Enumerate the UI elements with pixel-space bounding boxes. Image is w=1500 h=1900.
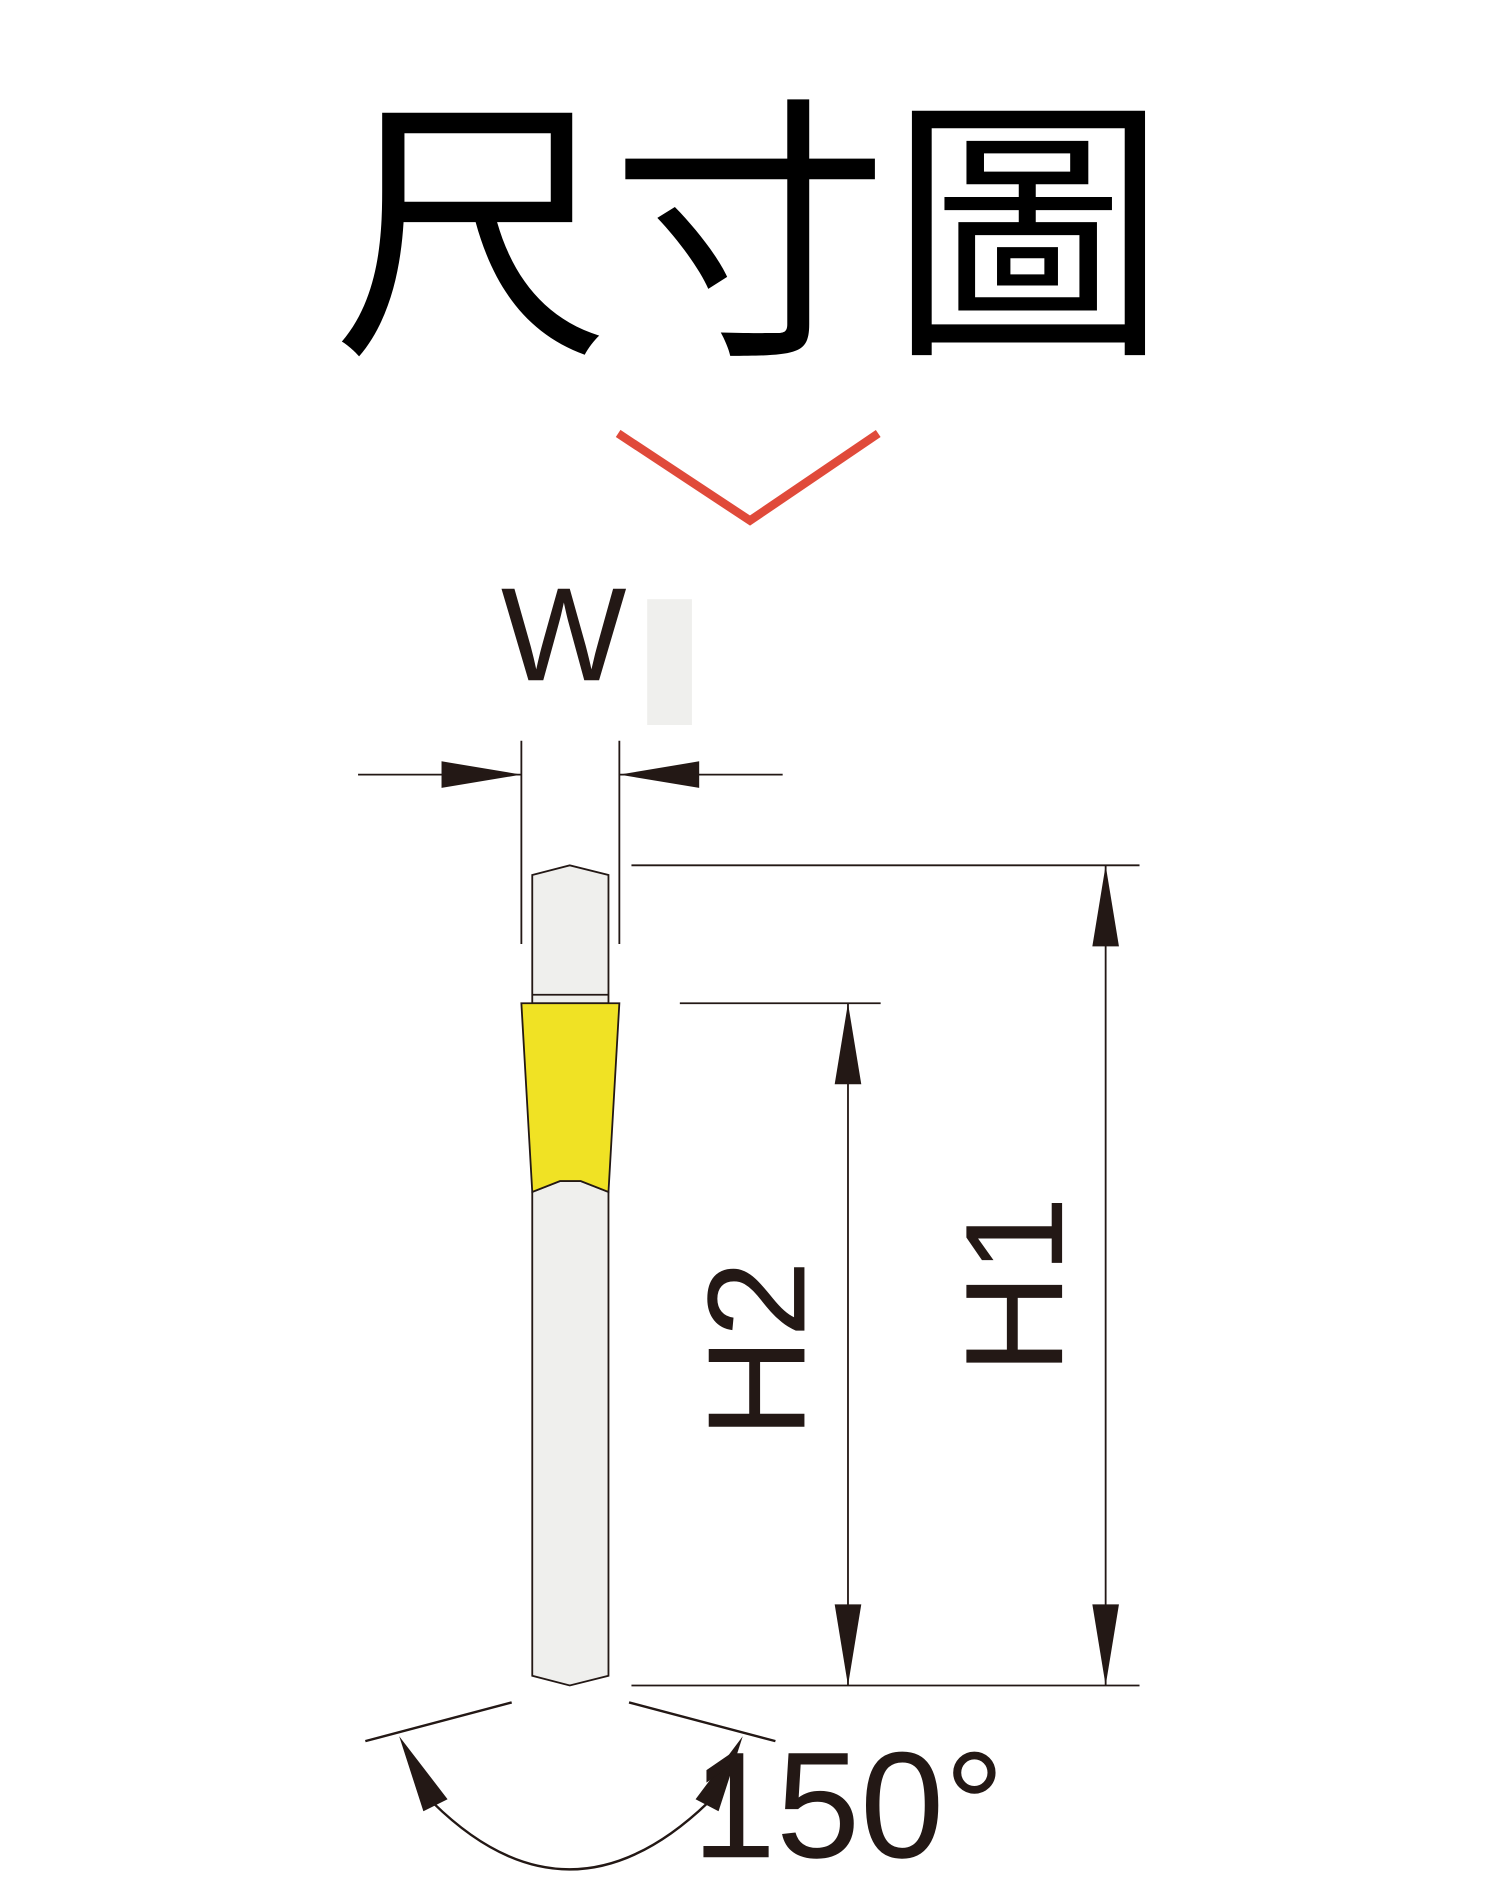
h2-dimension bbox=[679, 1002, 881, 1686]
tool-drawing bbox=[520, 864, 621, 1687]
width-label: W bbox=[501, 561, 627, 709]
h1-label: H1 bbox=[937, 1196, 1092, 1374]
tool-shank-top bbox=[531, 864, 610, 1005]
angle-dimension bbox=[365, 1701, 776, 1871]
h2-label: H2 bbox=[679, 1260, 834, 1438]
tool-shank-bottom bbox=[531, 1180, 610, 1687]
chevron-down-icon bbox=[615, 429, 881, 526]
h1-dimension bbox=[631, 864, 1140, 1687]
width-dimension bbox=[358, 740, 783, 944]
title: 尺寸圖 bbox=[333, 75, 1168, 399]
placeholder-box bbox=[647, 599, 692, 725]
tool-head-yellow bbox=[520, 1002, 621, 1194]
angle-label: 150° bbox=[692, 1721, 1005, 1890]
